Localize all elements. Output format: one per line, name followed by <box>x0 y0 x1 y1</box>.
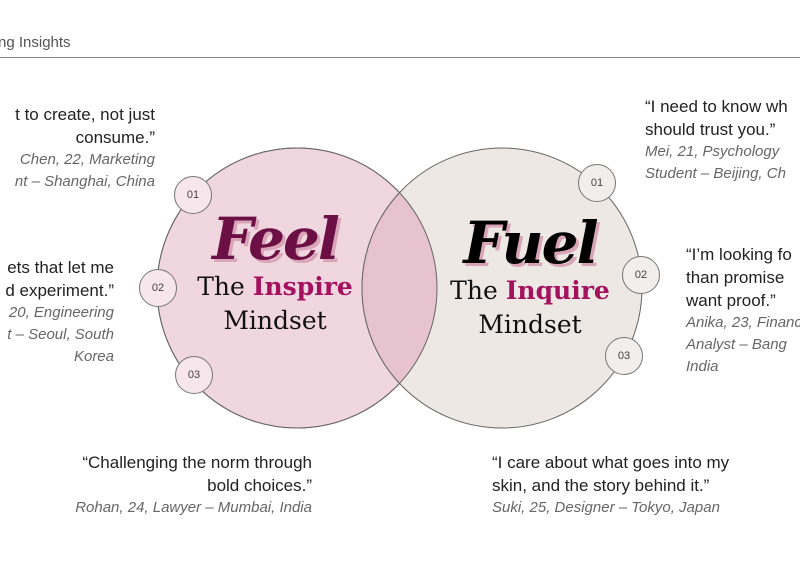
quote-attribution: Chen, 22, Marketing <box>19 151 155 168</box>
quote-line: “Challenging the norm through <box>82 453 312 472</box>
feel-heading: Feel <box>212 205 340 273</box>
quote-attribution: nt – Shanghai, China <box>14 173 155 190</box>
quote-line: ets that let me <box>7 258 114 277</box>
quote-line: bold choices.” <box>207 476 312 495</box>
quote-attribution: Suki, 25, Designer – Tokyo, Japan <box>492 499 720 516</box>
feel-marker-03: 03 <box>175 356 213 394</box>
quote-left-1: t to create, not just consume.” Chen, 22… <box>15 103 155 193</box>
quote-line: should trust you.” <box>645 120 776 139</box>
fuel-marker-03: 03 <box>605 337 643 375</box>
fuel-marker-02: 02 <box>622 256 660 294</box>
quote-attribution: Korea <box>73 348 114 365</box>
quote-line: d experiment.” <box>5 281 114 300</box>
quote-attribution: Rohan, 24, Lawyer – Mumbai, India <box>75 499 312 516</box>
quote-attribution: Analyst – Bang <box>686 336 787 353</box>
quote-right-1: “I need to know wh should trust you.” Me… <box>645 95 788 185</box>
quote-right-3: “I care about what goes into my skin, an… <box>492 451 729 519</box>
quote-attribution: 20, Engineering <box>8 304 114 321</box>
quote-line: “I care about what goes into my <box>492 453 730 472</box>
fuel-keyword: Inquire <box>505 276 610 305</box>
feel-mindset: Mindset <box>223 306 327 335</box>
quote-attribution: Student – Beijing, Ch <box>645 165 786 182</box>
quote-line: consume.” <box>75 128 155 147</box>
quote-line: want proof.” <box>686 291 776 310</box>
page-header-title: ng Insights <box>0 34 71 51</box>
feel-the: The <box>197 272 245 301</box>
header-divider <box>0 57 800 58</box>
quote-attribution: Mei, 21, Psychology <box>645 143 780 160</box>
quote-line: skin, and the story behind it.” <box>492 476 710 495</box>
fuel-marker-01: 01 <box>578 164 616 202</box>
quote-attribution: India <box>686 358 719 375</box>
quote-line: t to create, not just <box>15 105 155 124</box>
quote-right-2: “I’m looking fo than promise want proof.… <box>686 243 800 378</box>
fuel-mindset: Mindset <box>478 310 582 339</box>
feel-marker-02: 02 <box>139 269 177 307</box>
fuel-the: The <box>450 276 498 305</box>
quote-left-2: ets that let me d experiment.” 20, Engin… <box>5 256 114 368</box>
fuel-title-block: Fuel The Inquire Mindset <box>445 212 615 342</box>
feel-title-block: Feel The Inspire Mindset <box>190 208 360 338</box>
feel-marker-01: 01 <box>174 176 212 214</box>
quote-line: “I’m looking fo <box>686 245 792 264</box>
quote-attribution: Anika, 23, Financ <box>686 314 800 331</box>
quote-attribution: t – Seoul, South <box>7 326 114 343</box>
quote-line: than promise <box>686 268 785 287</box>
feel-keyword: Inspire <box>252 272 353 301</box>
fuel-heading: Fuel <box>463 209 598 277</box>
quote-line: “I need to know wh <box>645 97 788 116</box>
quote-left-3: “Challenging the norm through bold choic… <box>75 451 312 519</box>
